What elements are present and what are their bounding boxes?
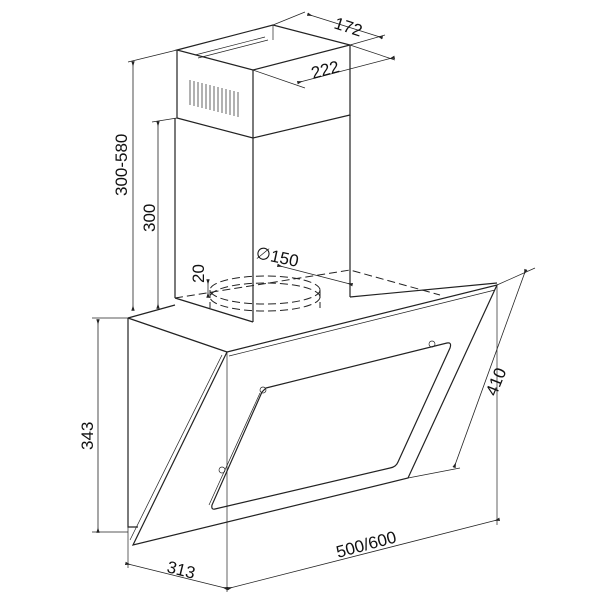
dim-313: 313	[165, 557, 197, 582]
duct-collar	[174, 269, 441, 312]
dim-222: 222	[309, 57, 341, 83]
dim-300: 300	[140, 204, 159, 232]
dim-500-600: 500/600	[334, 528, 398, 562]
dim-diameter-150: ∅150	[254, 243, 300, 271]
dimension-lines	[96, 12, 528, 591]
dim-172: 172	[332, 14, 365, 41]
dim-343: 343	[78, 422, 97, 450]
dim-300-580: 300-580	[112, 134, 131, 196]
upper-chimney	[174, 24, 353, 139]
dim-410: 410	[482, 365, 510, 398]
glass-panel	[129, 284, 499, 546]
dim-20: 20	[189, 264, 208, 283]
vent-slots	[189, 80, 239, 117]
lower-chimney	[174, 115, 351, 323]
extension-lines	[92, 11, 536, 592]
